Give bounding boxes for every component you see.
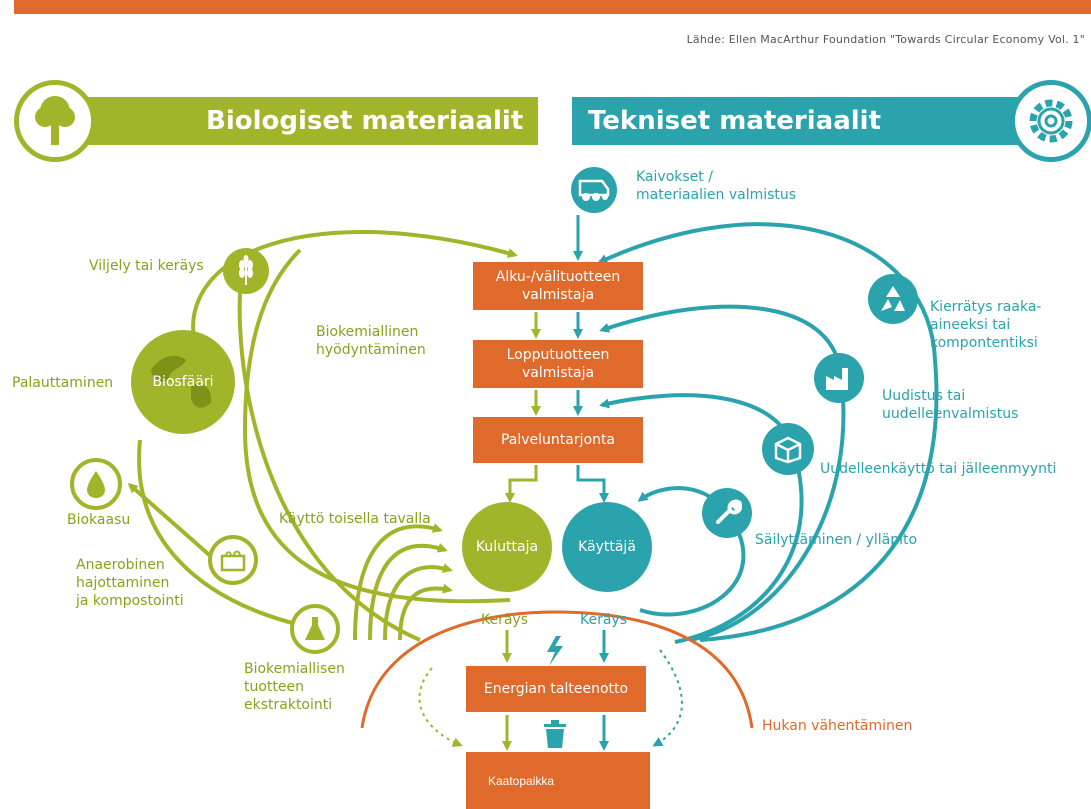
label-line: uudelleenvalmistus: [882, 406, 1019, 422]
recycling-label: Kierrätys raaka- aineeksi tai kompontent…: [930, 298, 1041, 352]
reuse-label: Uudelleenkäyttö tai jälleenmyynti: [820, 461, 1057, 477]
consumer-node: Kuluttaja: [462, 502, 552, 592]
box-icon: [762, 423, 814, 475]
label-line: tuotteen: [244, 679, 305, 695]
label-line: aineeksi tai: [930, 317, 1011, 333]
label-line: Kierrätys raaka-: [930, 299, 1042, 315]
biosphere-node: Biosfääri: [131, 330, 235, 434]
biochemical-label: Biokemiallinen hyödyntäminen: [316, 323, 426, 359]
biosphere-label: Biosfääri: [152, 374, 214, 390]
trash-icon: [544, 720, 566, 748]
label-line: kompontentiksi: [930, 335, 1038, 351]
flask-icon: [290, 604, 340, 654]
mining-truck-icon: [571, 167, 617, 213]
collection-right-label: Keräys: [580, 612, 628, 628]
label-line: Biokemiallisen: [244, 661, 345, 677]
globe-icon: [151, 355, 212, 408]
leakage-label: Hukan vähentäminen: [762, 718, 913, 734]
label-line: materiaalien valmistus: [636, 187, 797, 203]
source-credit: Lähde: Ellen MacArthur Foundation "Towar…: [686, 33, 1085, 46]
label-line: Kaivokset /: [636, 169, 713, 185]
label-line: Uudistus tai: [882, 388, 966, 404]
anaerobic-label: Anaerobinen hajottaminen ja kompostointi: [76, 556, 184, 610]
mining-label: Kaivokset / materiaalien valmistus: [636, 168, 796, 204]
product-manufacturer-box: Lopputuotteen valmistaja: [473, 340, 643, 388]
box-line: Lopputuotteen: [506, 347, 610, 363]
technical-banner: Tekniset materiaalit: [572, 97, 1050, 145]
label-line: hyödyntäminen: [316, 342, 426, 358]
box-line: valmistaja: [521, 365, 595, 381]
collection-left-label: Keräys: [481, 612, 529, 628]
farming-label: Viljely tai keräys: [89, 258, 204, 274]
leakage-arc: [360, 610, 754, 747]
label-line: ekstraktointi: [244, 697, 333, 713]
energy-recovery-box: Energian talteenotto: [466, 666, 646, 712]
restoration-label: Palauttaminen: [12, 375, 114, 391]
cascades-label: Käyttö toisella tavalla: [279, 511, 431, 527]
label-line: Biokemiallinen: [316, 324, 419, 340]
user-node: Käyttäjä: [562, 502, 652, 592]
service-provider-box: Palveluntarjonta: [473, 417, 643, 463]
label-line: Anaerobinen: [76, 557, 165, 573]
box-line: valmistaja: [521, 287, 595, 303]
tree-icon: [14, 80, 96, 162]
lightning-icon: [547, 636, 563, 666]
recycle-icon: [868, 274, 918, 324]
raw-material-manufacturer-box: Alku-/välituotteen valmistaja: [473, 262, 643, 310]
label-line: ja kompostointi: [76, 593, 184, 609]
biogas-drop-icon: [70, 458, 122, 510]
refurbish-label: Uudistus tai uudelleenvalmistus: [882, 387, 1018, 423]
label-line: hajottaminen: [76, 575, 170, 591]
wheat-icon: [223, 248, 269, 294]
center-arrows: [502, 215, 609, 751]
gear-icon: [1010, 80, 1091, 162]
top-accent-bar: [14, 0, 1091, 14]
compost-icon: [208, 535, 258, 585]
landfill-box: Kaatopaikka: [466, 752, 650, 809]
biological-banner: Biologiset materiaalit: [58, 97, 538, 145]
factory-icon: [814, 353, 864, 403]
biogas-label: Biokaasu: [67, 512, 131, 528]
bio-loops: [127, 229, 518, 642]
box-line: Alku-/välituotteen: [495, 269, 621, 285]
wrench-icon: [702, 488, 752, 538]
maintenance-label: Säilyttäminen / ylläpito: [755, 532, 918, 548]
extraction-label: Biokemiallisen tuotteen ekstraktointi: [244, 660, 345, 714]
